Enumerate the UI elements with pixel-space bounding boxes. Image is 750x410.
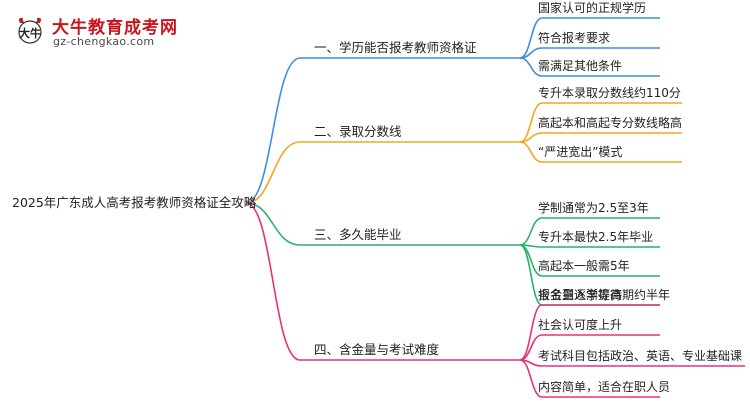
root-to-branch-2 xyxy=(245,141,301,204)
leaf-node-2-3[interactable]: “严进宽出”模式 xyxy=(538,144,622,159)
branch-to-leaf-4-2 xyxy=(519,334,543,361)
logo-mark-text: 大牛 xyxy=(19,26,41,40)
site-logo[interactable]: 大牛 大牛教育成考网 gz-chengkao.com xyxy=(14,12,194,52)
leaf-node-4-3[interactable]: 考试科目包括政治、英语、专业基础课 xyxy=(538,348,742,363)
branch-node-1[interactable]: 一、学历能否报考教师资格证 xyxy=(314,40,477,55)
logo-url: gz-chengkao.com xyxy=(53,35,155,48)
leaf-node-3-2[interactable]: 专升本最快2.5年毕业 xyxy=(538,229,653,244)
branch-to-leaf-4-1 xyxy=(519,304,543,361)
branch-node-3[interactable]: 三、多久能毕业 xyxy=(314,227,402,242)
bull-logo-icon: 大牛 xyxy=(18,17,42,44)
root-to-branch-4 xyxy=(245,202,301,361)
leaf-node-1-1[interactable]: 国家认可的正规学历 xyxy=(538,0,646,15)
root-to-branch-1 xyxy=(245,57,301,204)
leaf-node-3-4[interactable]: 报名到入学等待期约半年 xyxy=(538,287,670,302)
leaf-node-2-2[interactable]: 高起本和高起专分数线略高 xyxy=(538,115,682,130)
root-to-branch-3 xyxy=(245,202,301,246)
branch-to-leaf-2-3 xyxy=(519,141,543,163)
branch-to-leaf-1-1 xyxy=(519,17,543,59)
branch-to-leaf-2-1 xyxy=(519,102,543,143)
branch-node-4[interactable]: 四、含金量与考试难度 xyxy=(314,342,440,357)
branch-to-leaf-4-4 xyxy=(519,359,543,398)
leaf-node-4-4[interactable]: 内容简单，适合在职人员 xyxy=(538,379,670,394)
branch-node-2[interactable]: 二、录取分数线 xyxy=(314,124,402,139)
root-node[interactable]: 2025年广东成人高考报考教师资格证全攻略 xyxy=(12,195,257,210)
leaf-node-4-2[interactable]: 社会认可度上升 xyxy=(538,317,622,332)
leaf-node-2-1[interactable]: 专升本录取分数线约110分 xyxy=(538,85,681,100)
branch-to-leaf-3-4 xyxy=(519,244,543,306)
branch-to-leaf-3-1 xyxy=(519,217,543,246)
leaf-node-1-2[interactable]: 符合报考要求 xyxy=(538,30,610,45)
leaf-node-3-3[interactable]: 高起本一般需5年 xyxy=(538,258,630,273)
logo-title: 大牛教育成考网 xyxy=(52,18,178,38)
leaf-node-3-1[interactable]: 学制通常为2.5至3年 xyxy=(538,200,649,215)
leaf-node-4-1[interactable]: 含金量逐渐提高 xyxy=(538,287,622,302)
leaf-node-1-3[interactable]: 需满足其他条件 xyxy=(538,59,622,73)
branch-to-leaf-1-3 xyxy=(519,57,543,77)
